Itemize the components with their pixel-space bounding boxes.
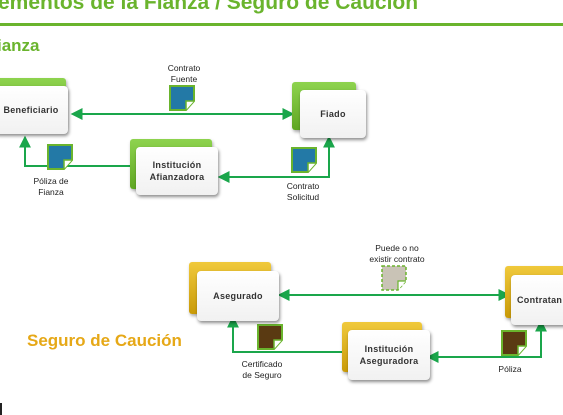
node-label: Institución Afianzadora xyxy=(136,147,218,195)
page-title: ementos de la Fianza / Seguro de Caución xyxy=(0,0,419,14)
document-blue-icon xyxy=(47,144,73,170)
fianza-section-label: ianza xyxy=(0,36,40,55)
node-label: Fiado xyxy=(300,90,366,138)
node-label: Beneficiario xyxy=(0,86,68,134)
doc-label-contrato-solicitud: Contrato Solicitud xyxy=(286,181,320,202)
doc-label-contrato-fuente: Contrato Fuente xyxy=(167,63,201,84)
document-brown-icon xyxy=(257,324,283,350)
doc-label-poliza: Póliza xyxy=(498,364,522,374)
doc-label-poliza-fianza: Póliza de Fianza xyxy=(33,176,69,197)
node-institucion-afianzadora: Institución Afianzadora xyxy=(130,139,220,199)
node-label: Institución Aseguradora xyxy=(348,330,430,380)
connector-afianzadora-beneficiario xyxy=(19,135,131,167)
node-label: Asegurado xyxy=(197,271,279,321)
doc-label-certificado-de-seguro: Certificado de Seguro xyxy=(241,359,283,380)
document-brown-icon xyxy=(501,330,527,356)
node-contratante: Contratan xyxy=(505,266,563,328)
connector-aseguradora-asegurado xyxy=(227,315,343,353)
document-gray-dashed-icon xyxy=(381,265,407,291)
doc-label-puede-o-no-existir-contrato: Puede o no existir contrato xyxy=(369,243,425,264)
edge-mark xyxy=(0,403,2,415)
node-institucion-aseguradora: Institución Aseguradora xyxy=(342,322,430,382)
document-blue-icon xyxy=(169,85,195,111)
seguro-section-label: Seguro de Caución xyxy=(27,331,182,350)
title-underline xyxy=(0,23,563,26)
node-beneficiario: Beneficiario xyxy=(0,78,74,138)
document-blue-icon xyxy=(291,147,317,173)
connector-fiado-afianzadora xyxy=(217,135,335,183)
node-asegurado: Asegurado xyxy=(189,262,279,324)
connector-contratante-aseguradora xyxy=(426,319,547,363)
node-label: Contratan xyxy=(511,275,563,325)
node-fiado: Fiado xyxy=(292,82,366,140)
